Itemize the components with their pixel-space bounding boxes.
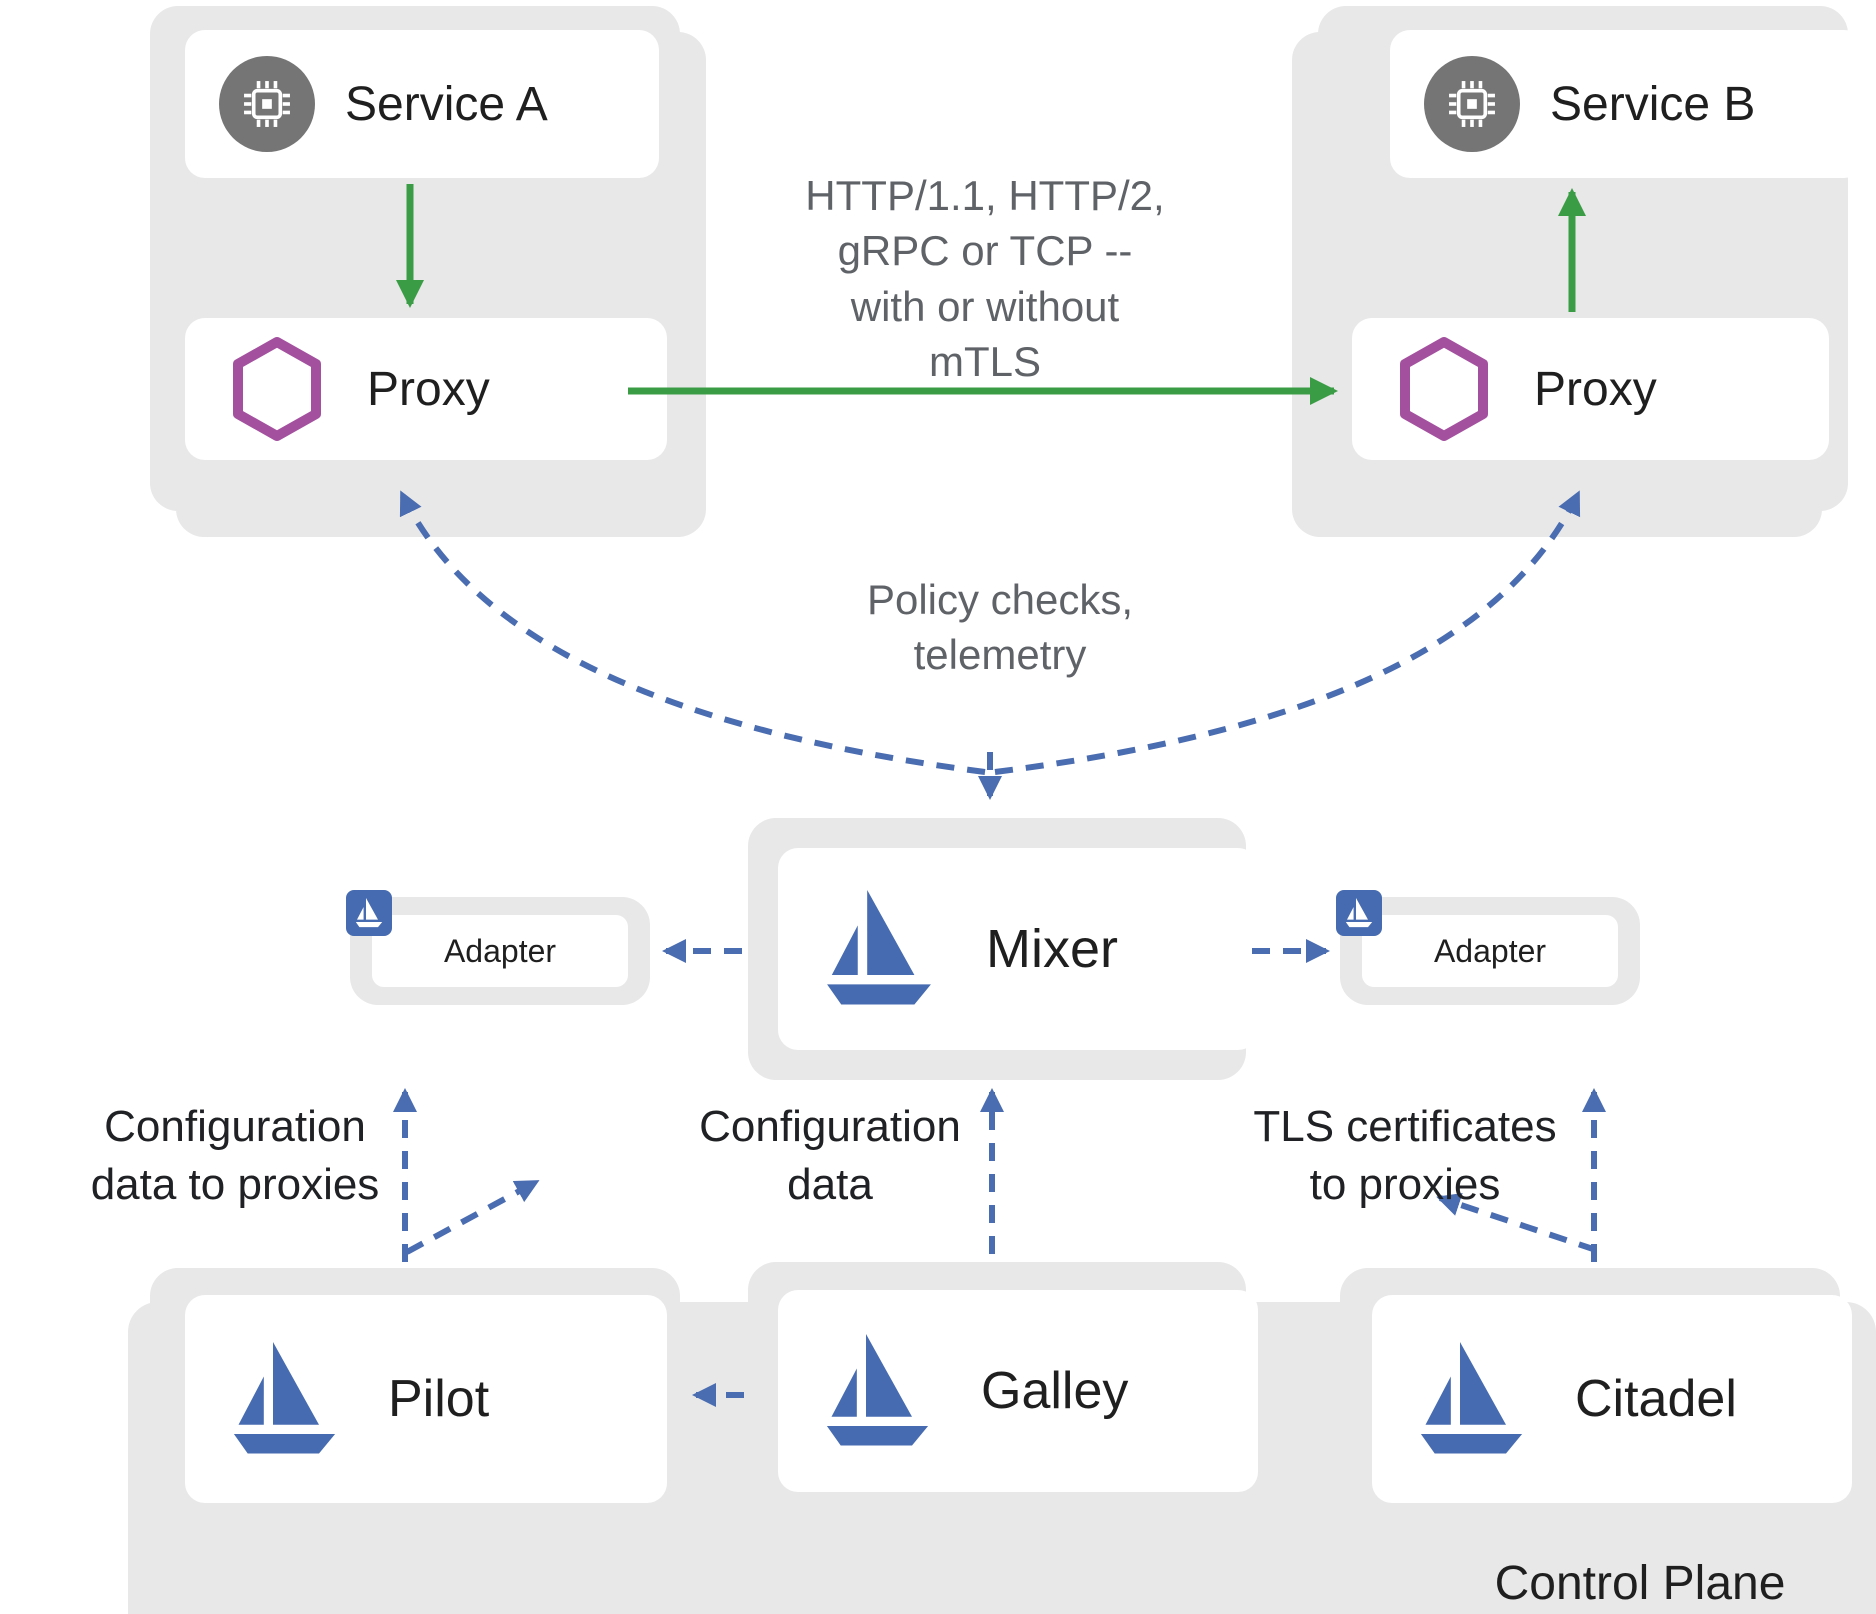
adapter-right-node: Adapter [1362, 915, 1618, 987]
service-a-label: Service A [345, 77, 548, 131]
istio-sailboat-icon [820, 1334, 935, 1449]
galley-label: Galley [981, 1362, 1129, 1420]
galley-node: Galley [778, 1290, 1258, 1492]
arrow-pilot-diagonal [405, 1179, 540, 1255]
proxy-b-node: Proxy [1352, 318, 1829, 460]
service-b-label: Service B [1550, 77, 1756, 131]
adapter-left-label: Adapter [443, 932, 557, 969]
policy-checks-annotation: Policy checks, telemetry [866, 576, 1134, 679]
citadel-node: Citadel [1372, 1295, 1852, 1503]
mixer-label: Mixer [986, 919, 1118, 979]
config-data-annotation: Configuration data [699, 1102, 961, 1210]
proxy-a-label: Proxy [367, 362, 490, 416]
envoy-hexagon-icon [227, 333, 327, 445]
tls-certificates-annotation: TLS certificates to proxies [1253, 1102, 1557, 1210]
envoy-hexagon-icon [1394, 333, 1494, 445]
istio-sailboat-icon [1414, 1342, 1529, 1457]
mixer-node: Mixer [778, 848, 1258, 1050]
istio-sailboat-badge-icon [346, 890, 392, 936]
istio-sailboat-icon [227, 1342, 342, 1457]
proxy-b-label: Proxy [1534, 362, 1657, 416]
pilot-node: Pilot [185, 1295, 667, 1503]
microservice-chip-icon [1424, 56, 1520, 152]
protocols-annotation: HTTP/1.1, HTTP/2, gRPC or TCP -- with or… [805, 172, 1165, 386]
pilot-label: Pilot [388, 1370, 490, 1428]
proxy-a-node: Proxy [185, 318, 667, 460]
control-plane-label: Control Plane [1494, 1557, 1786, 1610]
citadel-label: Citadel [1575, 1370, 1737, 1428]
service-b-node: Service B [1390, 30, 1864, 178]
service-a-node: Service A [185, 30, 659, 178]
adapter-right-label: Adapter [1433, 932, 1547, 969]
adapter-left-node: Adapter [372, 915, 628, 987]
config-to-proxies-annotation: Configuration data to proxies [90, 1102, 380, 1210]
microservice-chip-icon [219, 56, 315, 152]
istio-sailboat-icon [820, 890, 938, 1008]
istio-sailboat-badge-icon [1336, 890, 1382, 936]
